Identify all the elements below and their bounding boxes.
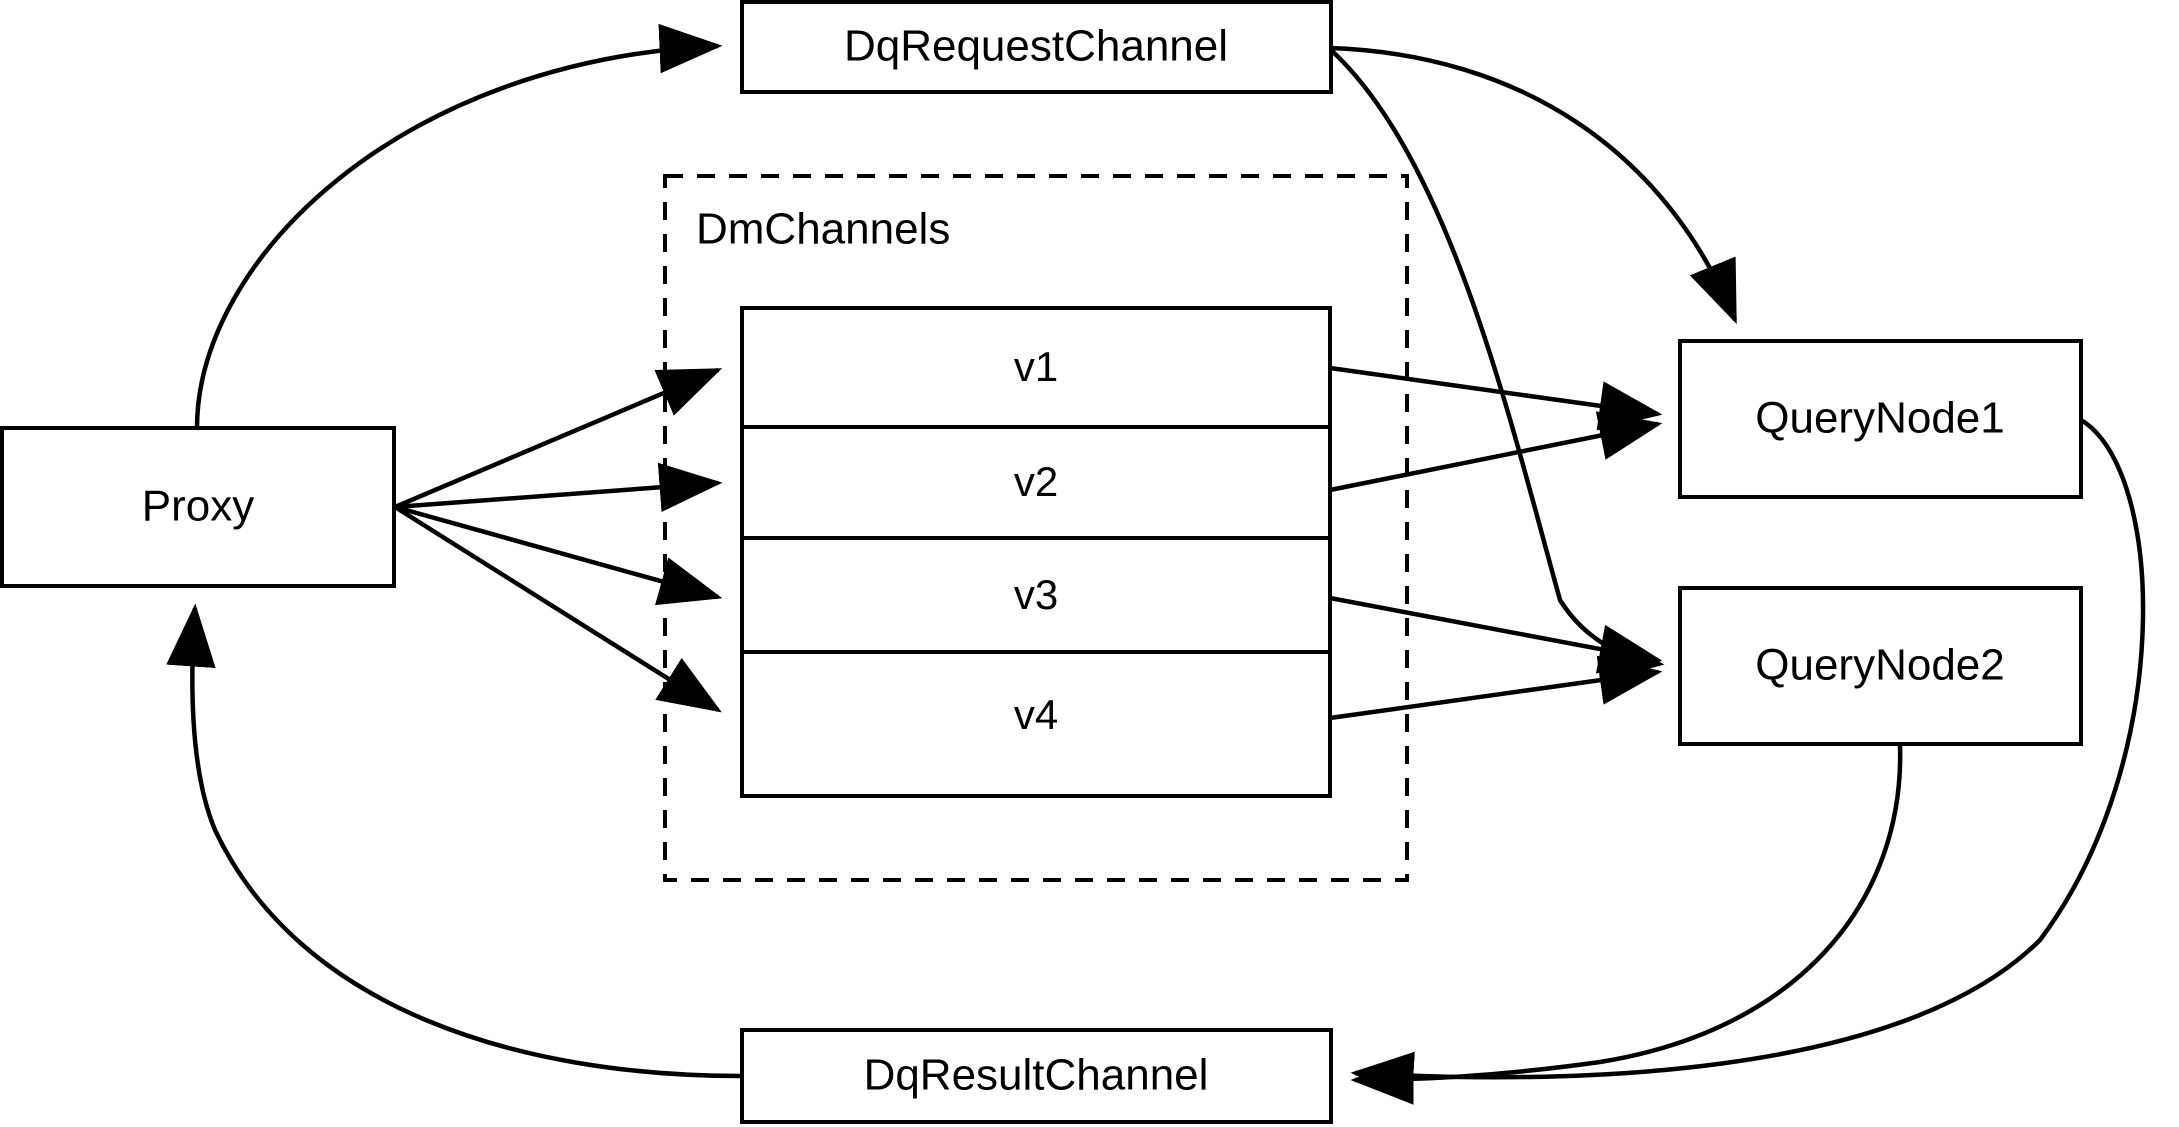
edge-proxy-to-v2 [394, 462, 723, 513]
edge-v2-to-query-node-1 [1329, 411, 1663, 493]
node-dq-result-channel-label: DqResultChannel [864, 1051, 1209, 1100]
edge-dq-request-channel-to-query-node-1 [1330, 45, 1738, 325]
node-dq-result-channel[interactable] [740, 1028, 1333, 1124]
edge-proxy-to-v4 [393, 505, 722, 713]
node-proxy[interactable] [0, 426, 396, 588]
vchannel-stack [740, 306, 1332, 798]
edge-proxy-to-v3 [394, 504, 723, 606]
edge-v3-to-query-node-2 [1329, 595, 1663, 674]
vchannel-label-v1: v1 [1014, 343, 1058, 390]
node-dq-request-channel[interactable] [740, 0, 1333, 94]
edge-dq-result-channel-to-proxy [166, 603, 742, 1079]
node-dq-request-channel-label: DqRequestChannel [844, 22, 1228, 71]
dm-channels-group [663, 174, 1409, 882]
vchannel-label-v3: v3 [1014, 571, 1058, 618]
dm-channels-group-label: DmChannels [696, 205, 950, 254]
node-query-node-2-label: QueryNode2 [1755, 641, 2004, 690]
node-query-node-2[interactable] [1678, 586, 2083, 746]
node-proxy-label: Proxy [142, 482, 254, 531]
vchannel-label-v2: v2 [1014, 458, 1058, 505]
node-query-node-1[interactable] [1678, 339, 2083, 499]
edge-dq-request-channel-to-query-node-2 [1329, 48, 1665, 682]
vchannel-label-v4: v4 [1014, 691, 1058, 738]
edge-query-node-2-to-dq-result-channel [1350, 744, 1903, 1105]
edge-v1-to-query-node-1 [1329, 365, 1663, 431]
edge-proxy-to-dq-request-channel [194, 23, 723, 429]
node-query-node-1-label: QueryNode1 [1755, 394, 2004, 443]
edge-v4-to-query-node-2 [1329, 655, 1663, 721]
edge-query-node-1-to-dq-result-channel [1350, 418, 2146, 1102]
edge-proxy-to-v1 [394, 367, 723, 510]
